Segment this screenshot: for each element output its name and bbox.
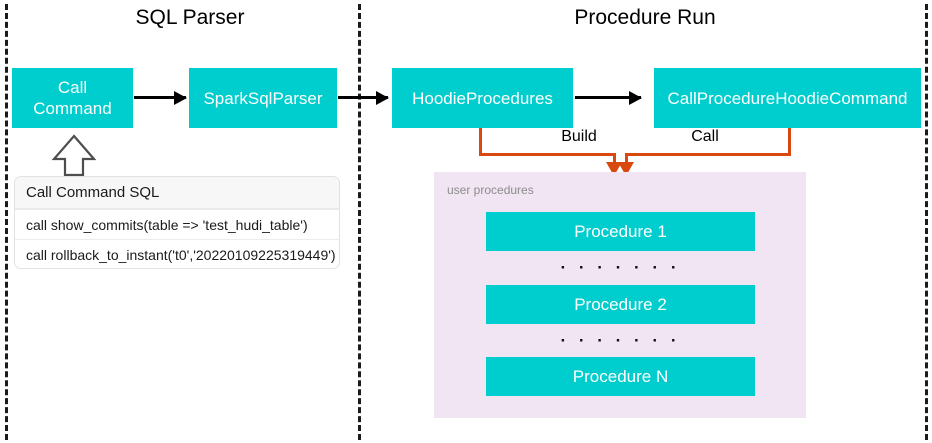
- arrow-spark-sql-parser-to-hoodie-procedures: [338, 90, 389, 105]
- node-hoodie-procedures-label: HoodieProcedures: [412, 88, 553, 108]
- ellipsis-1: · · · · · · ·: [560, 258, 681, 277]
- connector-label-build: Build: [561, 128, 597, 145]
- node-call-procedure-hoodie-command[interactable]: CallProcedureHoodieCommand: [654, 68, 921, 128]
- connector-build-horizontal: [479, 153, 616, 156]
- node-call-command-label-line1: Call: [57, 78, 88, 97]
- connector-call-horizontal: [625, 153, 791, 156]
- section-title-procedure-run: Procedure Run: [574, 6, 716, 29]
- sql-table-row: call show_commits(table => 'test_hudi_ta…: [15, 209, 339, 239]
- sql-table-row: call rollback_to_instant('t0','202201092…: [15, 239, 339, 268]
- divider-middle: [358, 4, 361, 440]
- node-call-command-label-line2: Command: [33, 99, 112, 118]
- arrow-call-command-to-spark-sql-parser: [134, 90, 187, 105]
- sql-table-header: Call Command SQL: [15, 177, 339, 209]
- user-procedures-panel-label: user procedures: [447, 183, 534, 197]
- section-title-sql-parser: SQL Parser: [135, 6, 245, 29]
- procedure-item-2[interactable]: Procedure 2: [486, 285, 755, 324]
- node-call-procedure-hoodie-command-label: CallProcedureHoodieCommand: [667, 88, 908, 108]
- procedure-item-n-label: Procedure N: [572, 367, 669, 386]
- connector-call-vertical-down: [625, 153, 628, 166]
- divider-left: [5, 4, 8, 440]
- sql-table: Call Command SQL call show_commits(table…: [14, 176, 340, 269]
- node-spark-sql-parser-label: SparkSqlParser: [203, 88, 323, 108]
- ellipsis-2: · · · · · · ·: [560, 331, 681, 350]
- procedure-item-2-label: Procedure 2: [574, 295, 667, 314]
- procedure-item-n[interactable]: Procedure N: [486, 357, 755, 396]
- procedure-item-1[interactable]: Procedure 1: [486, 212, 755, 251]
- node-hoodie-procedures[interactable]: HoodieProcedures: [392, 68, 573, 128]
- node-call-command[interactable]: Call Command: [12, 68, 133, 128]
- hollow-up-arrow-icon: [50, 133, 98, 182]
- connector-build-vertical-down: [613, 153, 616, 166]
- procedure-item-1-label: Procedure 1: [574, 222, 667, 241]
- connector-build-vertical-left: [479, 128, 482, 156]
- connector-call-vertical-right: [788, 128, 791, 156]
- node-spark-sql-parser[interactable]: SparkSqlParser: [189, 68, 337, 128]
- divider-right: [925, 4, 928, 440]
- connector-label-call: Call: [691, 128, 719, 145]
- arrow-hoodie-procedures-to-call-procedure-hoodie-command: [575, 90, 642, 105]
